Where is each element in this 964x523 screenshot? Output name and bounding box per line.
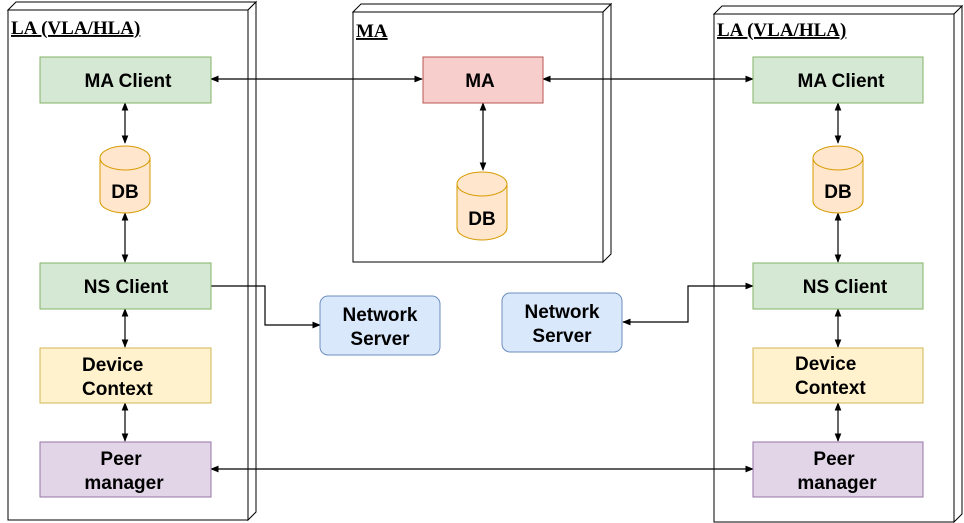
right-device-context-line2: Context (795, 378, 866, 399)
right-ma-client-label: MA Client (798, 71, 886, 92)
right-device-context: Device Context (752, 347, 924, 404)
right-peer-manager-line1: Peer (813, 449, 855, 470)
left-db-label: DB (111, 182, 138, 203)
network-server-left-line2: Server (350, 329, 410, 350)
right-db-label: DB (824, 182, 851, 203)
right-device-context-line1: Device (795, 354, 856, 375)
right-ns-client-label: NS Client (803, 277, 888, 298)
right-ns-client: NS Client (752, 262, 924, 310)
network-server-left: Network Server (319, 295, 441, 356)
left-ma-client-label: MA Client (85, 71, 173, 92)
center-db-label: DB (468, 209, 495, 230)
left-peer-manager: Peer manager (39, 441, 212, 498)
left-ns-client-label: NS Client (84, 277, 169, 298)
left-db-cylinder: DB (99, 145, 151, 214)
left-ma-client: MA Client (39, 56, 212, 104)
center-db-cylinder: DB (456, 171, 508, 241)
network-server-right-line2: Server (532, 326, 592, 347)
right-ma-client: MA Client (752, 56, 924, 104)
left-peer-manager-line1: Peer (100, 449, 142, 470)
left-device-context: Device Context (39, 347, 212, 404)
right-peer-manager: Peer manager (752, 441, 924, 498)
connector-right-nsclient-networkserver (622, 282, 754, 326)
right-peer-manager-line2: manager (797, 473, 877, 494)
connector-left-nsclient-networkserver (211, 285, 321, 329)
right-frame-title: LA (VLA/HLA) (717, 20, 846, 41)
center-ma-label: MA (465, 71, 495, 92)
left-ns-client: NS Client (39, 262, 212, 310)
left-frame-title: LA (VLA/HLA) (11, 18, 140, 39)
left-device-context-line2: Context (82, 379, 153, 400)
network-server-left-line1: Network (343, 305, 418, 326)
network-server-right-line1: Network (525, 302, 600, 323)
center-frame-title: MA (356, 21, 388, 42)
network-server-right: Network Server (501, 292, 623, 353)
connectors (121, 75, 842, 473)
left-device-context-line1: Device (82, 355, 143, 376)
left-peer-manager-line2: manager (84, 473, 164, 494)
center-ma: MA (422, 56, 544, 104)
right-db-cylinder: DB (812, 145, 864, 214)
